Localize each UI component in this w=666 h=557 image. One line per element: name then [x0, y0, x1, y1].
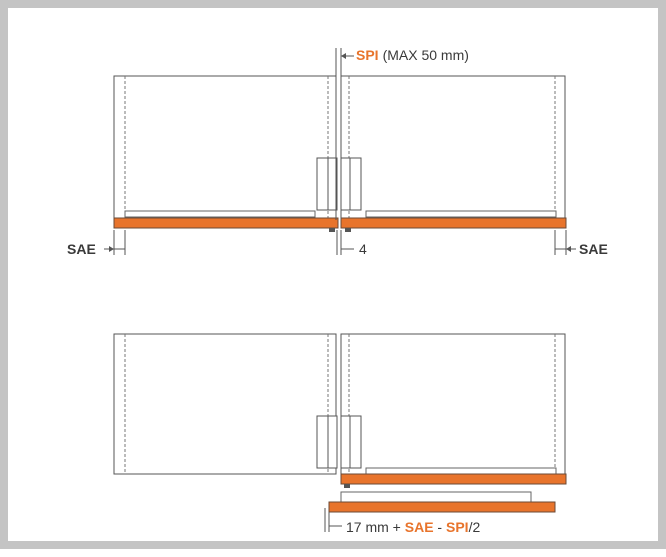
bottom-left-cabinet	[113, 333, 337, 475]
sae-right-label: SAE	[579, 241, 608, 257]
left-cabinet	[113, 75, 337, 220]
bottom-door-lower	[328, 501, 556, 513]
left-shelf	[124, 210, 316, 218]
bottom-shelf-upper	[365, 467, 557, 475]
top-diagram	[104, 48, 576, 255]
right-hinge-block	[340, 157, 362, 211]
formula-spi: SPI	[446, 519, 469, 535]
bottom-door-upper-foot	[344, 484, 350, 488]
bottom-shelf-lower	[340, 491, 532, 503]
sae-left-arrow	[109, 246, 114, 252]
formula-suffix: /2	[469, 519, 481, 535]
spi-key: SPI	[356, 47, 379, 63]
bottom-right-cabinet	[340, 333, 566, 475]
spi-arrow	[341, 53, 346, 59]
spi-limit: (MAX 50 mm)	[383, 47, 469, 63]
bottom-diagram	[113, 333, 567, 532]
left-hinge-block	[316, 157, 338, 211]
formula-minus: -	[434, 519, 446, 535]
door-overlay-diagram: .box { fill: #fff; stroke: #555; stroke-…	[67, 47, 608, 535]
right-cabinet	[340, 75, 566, 220]
formula-sae: SAE	[405, 519, 434, 535]
gap-label: 4	[359, 241, 367, 257]
right-door-foot	[345, 228, 351, 232]
sae-left-label: SAE	[67, 241, 96, 257]
sae-right-arrow	[566, 246, 571, 252]
spi-label: SPI(MAX 50 mm)	[356, 47, 469, 63]
left-door-panel	[113, 217, 339, 229]
right-door-panel	[340, 217, 567, 229]
bottom-right-hinge-block	[340, 415, 362, 469]
bottom-left-hinge-block	[316, 415, 338, 469]
left-door-foot	[329, 228, 335, 232]
right-shelf	[365, 210, 557, 218]
formula-prefix: 17 mm +	[346, 519, 405, 535]
bottom-door-upper	[340, 473, 567, 485]
formula-label: 17 mm + SAE - SPI/2	[346, 519, 480, 535]
